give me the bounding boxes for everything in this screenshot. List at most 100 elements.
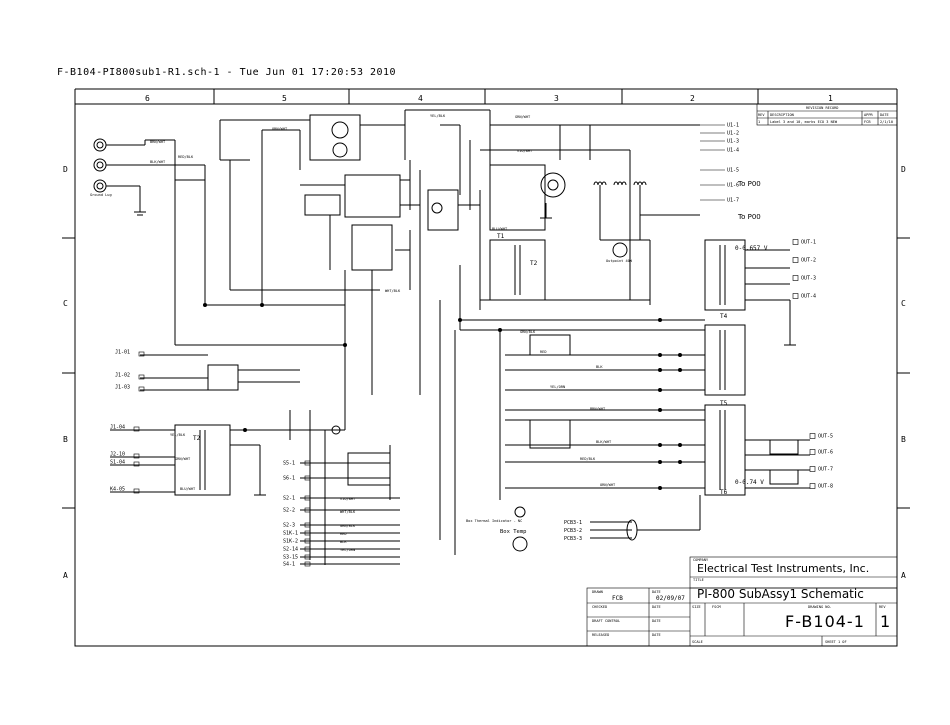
terminal-label: S1-04 — [110, 460, 125, 466]
wire-color-label: YEL/ORN — [340, 548, 355, 552]
coil-winding — [637, 181, 643, 186]
wire-color-label: BLU/WHT — [180, 487, 196, 491]
connector-lug — [304, 561, 311, 567]
terminal-lug — [133, 426, 140, 432]
wire-color-label: BRN/WHT — [150, 140, 166, 144]
connector-lug — [304, 554, 311, 560]
wire-color-label: VIO/WHT — [340, 497, 356, 501]
connector-label: S5-1 — [283, 461, 295, 467]
connector-lug — [304, 495, 311, 501]
coil-winding — [621, 181, 627, 186]
draft-label: DRAFT CONTROL — [592, 619, 620, 623]
connector-label: S2-2 — [283, 508, 295, 514]
wire-color-label: ORN/WHT — [600, 483, 616, 487]
output-terminal-label: OUT-8 — [818, 484, 833, 490]
zone-label-row-right: C — [901, 299, 906, 308]
wire-color-label: RED — [340, 532, 347, 536]
junction-dot — [658, 408, 662, 412]
coil-winding — [613, 181, 619, 186]
output-terminal-label: OUT-5 — [818, 434, 833, 440]
t3-label: T2 — [193, 435, 201, 442]
right-terminal-label: U1-5 — [727, 168, 739, 174]
terminal-label: J1-01 — [115, 350, 130, 356]
output-lug — [809, 433, 816, 439]
wire-color-label: BLK — [340, 540, 347, 544]
wire-color-label: RED — [540, 350, 547, 354]
terminal-label: J2-10 — [110, 452, 125, 458]
wire-color-label: RED/BLK — [580, 457, 596, 461]
to-p00-label-1: To P00 — [737, 180, 761, 188]
title-header: TITLE — [693, 578, 704, 582]
terminal-lug — [138, 374, 145, 380]
right-terminal-label: U1-6 — [727, 183, 739, 189]
zone-label-col: 6 — [145, 94, 150, 103]
pcb-pin-label: PCB3-2 — [564, 528, 582, 534]
revision-row-cell: Label 3 and 10, marks ECO 3 NEW — [770, 120, 838, 124]
coil-winding — [633, 181, 639, 186]
revision-header-cell: APPR — [864, 113, 873, 117]
junction-dot — [678, 460, 682, 464]
revision-header-cell: DESCRIPTION — [770, 113, 794, 117]
junction-dot — [678, 368, 682, 372]
company-header: COMPANY — [693, 558, 709, 562]
drawn-by: FCB — [612, 595, 623, 602]
drawn-label: DRAWN — [592, 590, 603, 594]
output-lug — [809, 466, 816, 472]
sheet-header: F-B104-PI800sub1-R1.sch-1 - Tue Jun 01 1… — [57, 67, 397, 78]
output-terminal-label: OUT-1 — [801, 240, 816, 246]
zone-label-row-right: D — [901, 165, 906, 174]
terminal-label: K4-05 — [110, 487, 125, 493]
junction-dot — [203, 303, 207, 307]
wire-color-label: YEL/BLK — [170, 433, 186, 437]
output-lug — [809, 483, 816, 489]
to-p00-label-2: To P00 — [737, 213, 761, 221]
output-lug — [792, 275, 799, 281]
coil-winding — [617, 181, 623, 186]
zone-label-row-left: D — [63, 165, 68, 174]
company-name: Electrical Test Instruments, Inc. — [697, 562, 869, 575]
zone-label-col: 2 — [690, 94, 695, 103]
junction-dot — [343, 343, 347, 347]
zone-label-col: 4 — [418, 94, 423, 103]
junction-dot — [498, 328, 502, 332]
junction-dot — [658, 318, 662, 322]
box-temp-label: Box Temp — [500, 529, 527, 535]
wire-color-label: YEL/BLK — [430, 114, 446, 118]
junction-dot — [260, 303, 264, 307]
revision-row-cell: 2/1/10 — [880, 120, 893, 124]
zone-label-row-right: B — [901, 435, 906, 444]
wire-color-label: WHT/BLK — [385, 289, 401, 293]
t2-label: T2 — [530, 260, 538, 267]
junction-dot — [658, 388, 662, 392]
ground-lug-label: Ground Lug — [90, 193, 112, 197]
output-lug — [792, 293, 799, 299]
zone-strip-top — [74, 88, 898, 104]
revision-header-cell: REV — [758, 113, 765, 117]
connector-label: S1K-2 — [283, 539, 298, 545]
terminal-lug — [133, 488, 140, 494]
wire-color-label: BRN/WHT — [590, 407, 606, 411]
date-label-3: DATE — [652, 619, 661, 623]
terminal-label: J1-04 — [110, 425, 125, 431]
checked-label: CHECKED — [592, 605, 607, 609]
coil-winding — [641, 181, 647, 186]
zone-label-row-left: C — [63, 299, 68, 308]
fscm-label: FSCM — [712, 605, 721, 609]
wire-color-label: GRN/WHT — [515, 115, 531, 119]
dwg-no-header: DRAWING NO. — [808, 605, 832, 609]
right-terminal-label: U1-7 — [727, 198, 739, 204]
connector-label: S4-1 — [283, 562, 295, 568]
junction-dot — [658, 443, 662, 447]
output-lug — [792, 257, 799, 263]
wire-color-label: BLK — [596, 365, 603, 369]
connector-lug — [304, 522, 311, 528]
wire-color-label: BLU/WHT — [492, 227, 508, 231]
size-label: SIZE — [692, 605, 701, 609]
wire-color-label: YEL/ORN — [550, 385, 565, 389]
voltage-range-1: 0-0.657 V — [735, 245, 768, 252]
junction-dot — [678, 353, 682, 357]
t1-label: T1 — [497, 233, 505, 240]
terminal-lug — [138, 386, 145, 392]
